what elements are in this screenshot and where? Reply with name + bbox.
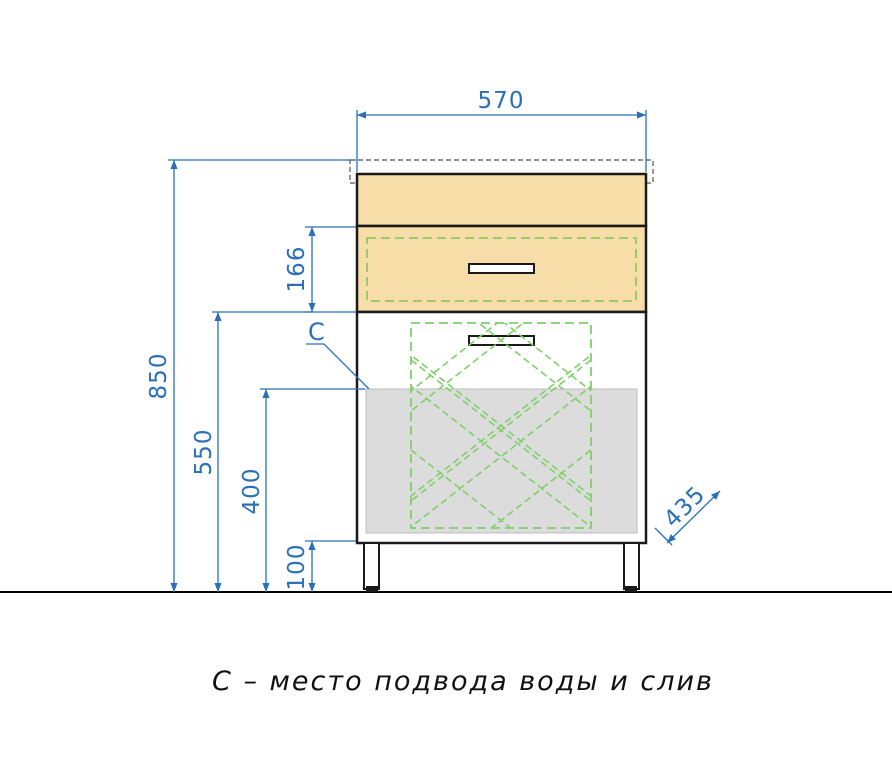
basket-frame xyxy=(410,322,592,529)
basket xyxy=(411,323,591,528)
dim-line-depth xyxy=(666,490,721,544)
dim-text-to-interior: 400 xyxy=(239,468,265,515)
interior-space xyxy=(365,388,638,534)
dim-text-to-drawer: 550 xyxy=(191,429,217,476)
dim-text-top-drawer: 166 xyxy=(284,246,310,293)
marker-label: C xyxy=(308,318,325,346)
caption: С – место подвода воды и слив xyxy=(212,666,714,697)
leg-left xyxy=(363,542,380,590)
drawer-handle-top xyxy=(468,263,535,274)
dim-text-legs: 100 xyxy=(284,544,310,591)
second-drawer-inner xyxy=(366,237,637,302)
dim-text-width: 570 xyxy=(478,88,525,114)
dim-text-total-height: 850 xyxy=(146,353,172,400)
countertop-outline xyxy=(349,159,654,184)
leg-left-foot xyxy=(366,586,378,592)
top-drawer xyxy=(355,172,648,228)
dim-text-depth: 435 xyxy=(659,481,711,533)
leg-right-foot xyxy=(625,586,637,592)
leg-right xyxy=(623,542,640,590)
marker-leader xyxy=(306,343,370,390)
